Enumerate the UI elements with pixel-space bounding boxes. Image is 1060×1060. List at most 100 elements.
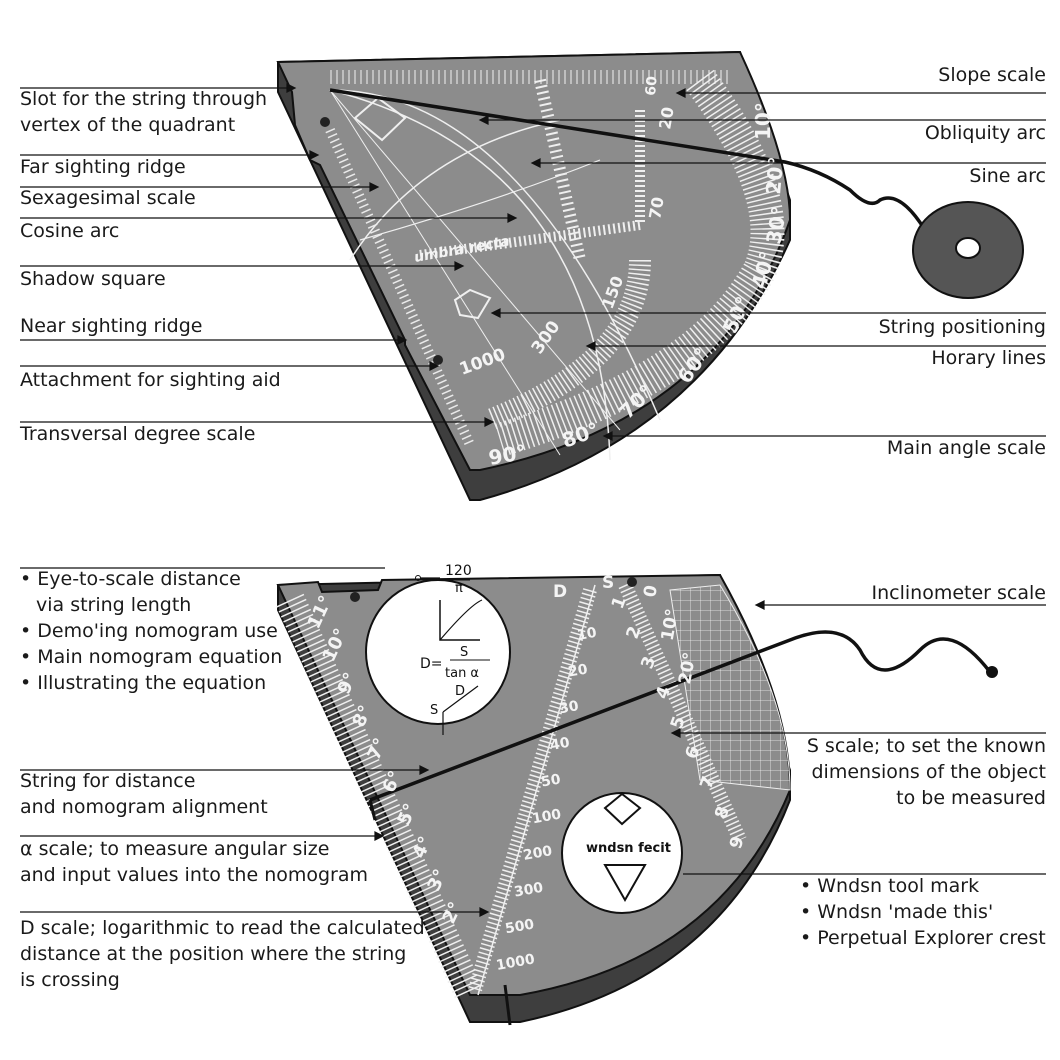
- d-tick-2: 30: [558, 698, 580, 717]
- engrave-20b: 20: [655, 105, 678, 130]
- circle-120: 120: [445, 563, 472, 579]
- bullet-illustrating: Illustrating the equation: [20, 670, 266, 696]
- alpha-scale: [276, 593, 484, 1002]
- d-tick-8: 500: [504, 916, 536, 937]
- alpha-tick-9: 2°: [438, 899, 466, 927]
- explorer-crest-icon: [603, 864, 647, 903]
- top-leader-lines: [20, 83, 1046, 441]
- incl-tick-1: 10°: [658, 607, 683, 642]
- label-string-distance-1: String for distance: [20, 770, 196, 792]
- bullet-eye-to-scale-2: via string length: [36, 594, 192, 616]
- main-angle-scale: [495, 69, 785, 457]
- s-tick-5: 6: [682, 744, 705, 762]
- label-near-sighting-ridge: Near sighting ridge: [20, 315, 203, 337]
- bullet-tool-mark: Wndsn tool mark: [800, 873, 979, 899]
- s-tick-0: 1: [608, 594, 631, 612]
- circle-pi: π: [455, 581, 463, 596]
- bullet-eye-to-scale: Eye-to-scale distance: [20, 566, 241, 592]
- alpha-tick-4: 7°: [363, 735, 391, 763]
- s-tick-6: 7: [696, 774, 719, 792]
- engrave-10: 10°: [751, 102, 775, 140]
- label-string-positioning: String positioning: [878, 316, 1046, 338]
- fecit-text: wndsn fecit: [586, 841, 671, 856]
- label-shadow-square: Shadow square: [20, 268, 166, 290]
- bullet-made-this: Wndsn 'made this': [800, 899, 993, 925]
- bullet-demo-nomogram: Demo'ing nomogram use: [20, 618, 278, 644]
- d-tick-1: 20: [567, 661, 589, 680]
- inclinometer-scale: [669, 584, 791, 791]
- label-d-scale-1: D scale; logarithmic to read the calcula…: [20, 917, 425, 939]
- sexagesimal-scale: [325, 127, 475, 448]
- label-slot-1: Slot for the string through: [20, 88, 268, 110]
- label-slope-scale: Slope scale: [938, 64, 1046, 86]
- label-alpha-scale-1: α scale; to measure angular size: [20, 838, 330, 860]
- label-obliquity-arc: Obliquity arc: [924, 122, 1046, 144]
- tool-mark-icon: [603, 792, 642, 826]
- s-tick-1: 2: [623, 624, 646, 642]
- bottom-quadrant: wndsn fecit 120 π D= S tan α D S D S: [276, 563, 998, 1026]
- d-tick-3: 40: [549, 735, 571, 754]
- s-tick-7: 8: [711, 804, 734, 822]
- engrave-60b: 60: [643, 75, 661, 96]
- bullet-main-equation: Main nomogram equation: [20, 644, 282, 670]
- alpha-tick-6: 5°: [393, 800, 421, 828]
- s-scale: [618, 582, 747, 843]
- bottom-string: [369, 630, 992, 802]
- d-tick-5: 100: [531, 806, 563, 827]
- label-sine-arc: Sine arc: [969, 165, 1046, 187]
- s-tick-4: 5: [667, 714, 690, 732]
- top-quadrant-face: [276, 50, 792, 471]
- circle-eq-left: D=: [420, 656, 443, 672]
- circle-sym-s: S: [430, 703, 438, 718]
- alpha-tick-5: 6°: [378, 768, 406, 796]
- cosine-arc: [349, 119, 561, 261]
- incl-tick-2: 20°: [675, 651, 700, 686]
- top-diamond-icon: [353, 96, 407, 142]
- label-attachment: Attachment for sighting aid: [20, 369, 281, 391]
- label-horary-lines: Horary lines: [931, 347, 1046, 369]
- label-s-scale-2: dimensions of the object: [811, 761, 1047, 783]
- label-slot-2: vertex of the quadrant: [20, 114, 236, 136]
- s-tick-8: 9: [726, 834, 749, 852]
- engrave-20: 20°: [761, 156, 788, 196]
- magnifier-circle: [365, 579, 511, 725]
- top-edge-ticks: [330, 70, 730, 84]
- label-s-scale-1: S scale; to set the known: [806, 735, 1046, 757]
- top-quadrant: umbra recta 1000 300 150 70 90° 80° 70° …: [276, 50, 1024, 501]
- label-transversal: Transversal degree scale: [20, 423, 256, 445]
- label-main-angle-scale: Main angle scale: [886, 437, 1046, 459]
- alpha-tick-3: 8°: [348, 702, 376, 730]
- label-inclinometer: Inclinometer scale: [871, 582, 1046, 604]
- label-far-sighting-ridge: Far sighting ridge: [20, 156, 186, 178]
- incl-tick-0: 0: [640, 584, 662, 599]
- engrave-70: 70: [645, 195, 668, 220]
- sighting-aid-hole: [433, 355, 443, 365]
- alpha-tick-8: 3°: [423, 866, 451, 894]
- alpha-tick-1: 10°: [318, 625, 351, 665]
- label-string-distance-2: and nomogram alignment: [20, 796, 268, 818]
- bottom-leader-lines: [20, 567, 1046, 917]
- label-alpha-scale-2: and input values into the nomogram: [20, 864, 369, 886]
- alpha-tick-2: 9°: [333, 669, 361, 697]
- circle-sym-d: D: [455, 684, 465, 699]
- circle-eq-den: tan α: [445, 666, 479, 681]
- d-tick-0: 10: [576, 625, 598, 644]
- s-tick-3: 4: [652, 684, 675, 702]
- top-hole: [320, 117, 330, 127]
- engrave-D: D: [553, 582, 567, 602]
- circle-eq-num: S: [460, 645, 468, 660]
- label-sexagesimal-scale: Sexagesimal scale: [20, 187, 196, 209]
- alpha-tick-7: 4°: [408, 833, 436, 861]
- d-tick-4: 50: [540, 771, 562, 790]
- d-tick-6: 200: [522, 843, 554, 864]
- label-d-scale-3: is crossing: [20, 969, 120, 991]
- bullet-crest: Perpetual Explorer crest: [800, 925, 1046, 951]
- label-s-scale-3: to be measured: [896, 787, 1046, 809]
- string-positioning-icon: [453, 288, 492, 320]
- s-tick-2: 3: [637, 654, 660, 672]
- d-tick-9: 1000: [495, 951, 536, 974]
- label-d-scale-2: distance at the position where the strin…: [20, 943, 407, 965]
